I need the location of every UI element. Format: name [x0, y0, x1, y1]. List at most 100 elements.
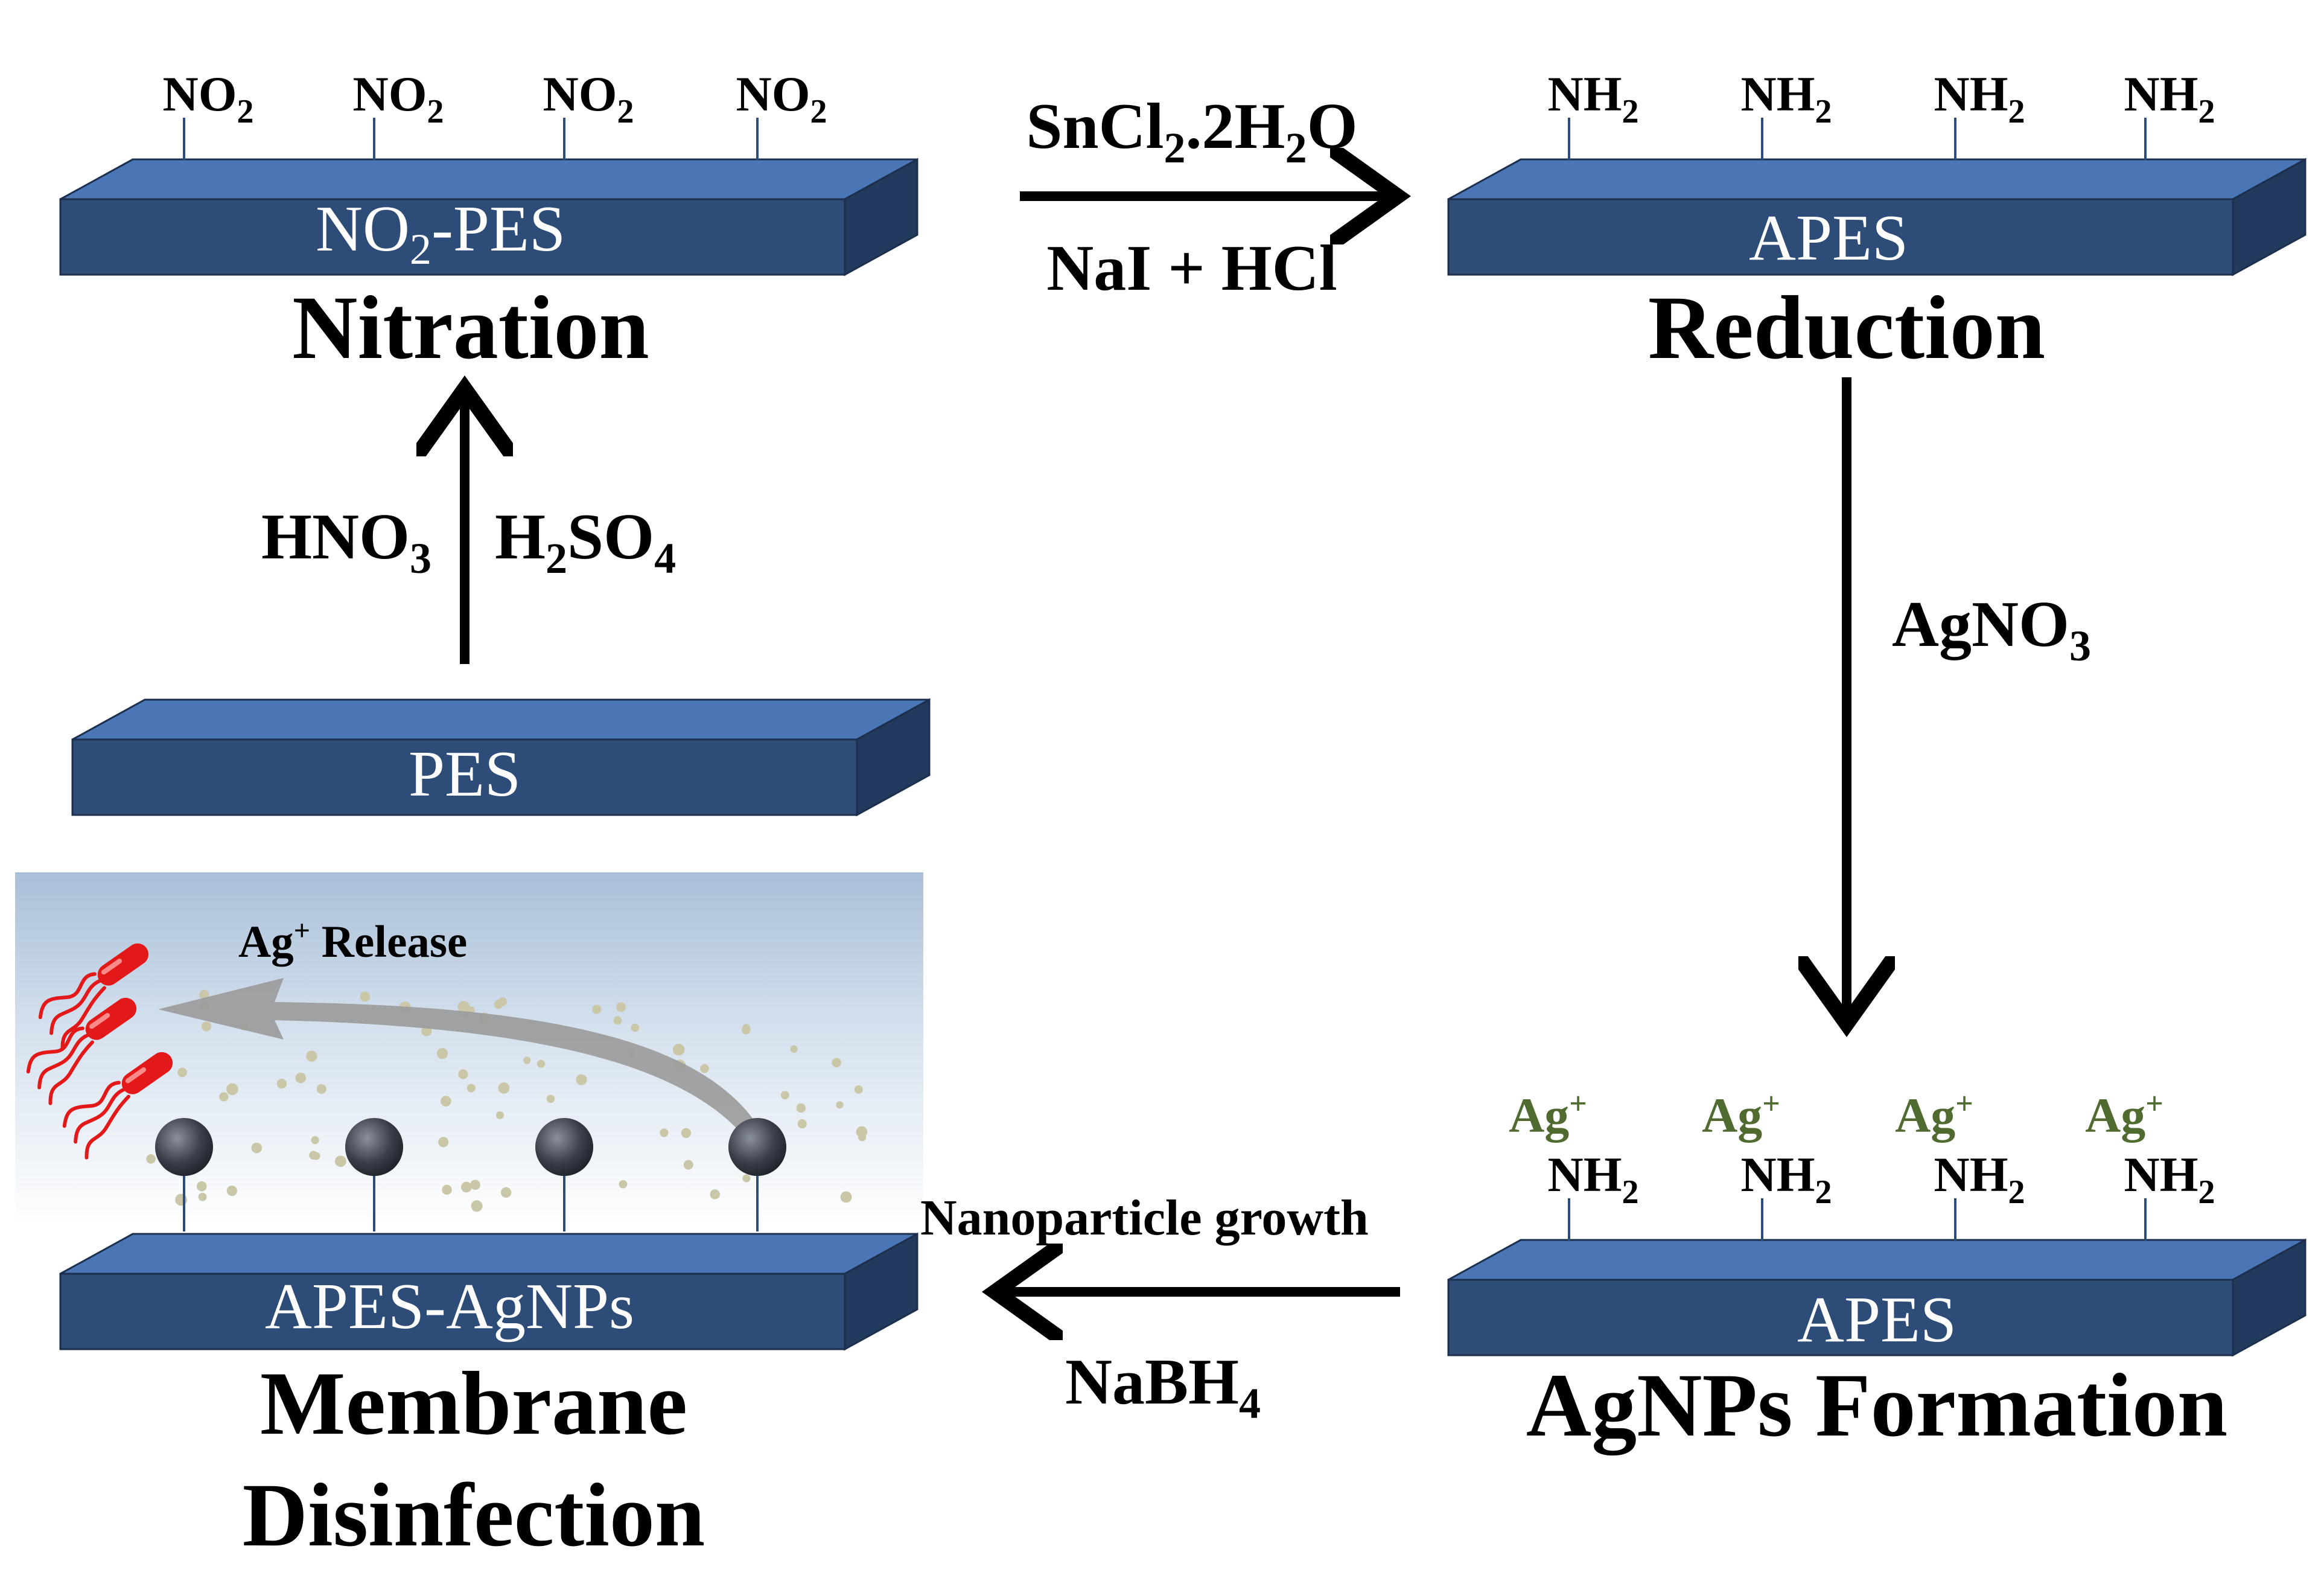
nitration-reagent-h2so4: H2SO4 — [495, 501, 676, 583]
ion-speck — [460, 1181, 472, 1193]
ion-speck — [295, 1072, 306, 1084]
group-label: NH2 — [1934, 1147, 2025, 1211]
ion-speck — [334, 1155, 346, 1167]
silver-nanoparticles — [155, 1118, 786, 1231]
ion-speck — [854, 1085, 863, 1094]
reduction-slab-label: APES — [1749, 202, 1908, 274]
reduction-nh2-groups: NH2 NH2 NH2 NH2 — [1548, 66, 2215, 160]
group-label: NO2 — [736, 66, 827, 130]
ion-speck — [438, 1137, 449, 1148]
ion-speck — [681, 1128, 692, 1139]
ion-speck — [306, 1050, 317, 1062]
ion-speck — [498, 1082, 510, 1094]
ag-ion-label: Ag+ — [1702, 1087, 1780, 1143]
group-label: NH2 — [1548, 66, 1639, 130]
disinfection-title-line2: Disinfection — [243, 1465, 705, 1565]
release-label: Ag+ Release — [238, 915, 467, 967]
slab-disinfection — [59, 1232, 918, 1351]
ion-speck — [316, 1084, 326, 1094]
ion-speck — [741, 1025, 751, 1035]
ion-speck — [616, 1002, 626, 1012]
ion-speck — [672, 1043, 685, 1056]
growth-label: Nanoparticle growth — [920, 1190, 1369, 1246]
group-label: NH2 — [2124, 1147, 2215, 1211]
nitration-no2-groups: NO2 NO2 NO2 NO2 — [163, 66, 827, 160]
group-label: NO2 — [543, 66, 634, 130]
ag-ion-label: Ag+ — [2085, 1087, 2163, 1143]
ion-speck — [836, 1101, 844, 1109]
water-background — [15, 872, 923, 1225]
ion-speck — [226, 1083, 238, 1096]
slab-pes — [71, 698, 931, 817]
ion-speck — [790, 1045, 798, 1053]
growth-reagent-nabh4: NaBH4 — [1065, 1346, 1261, 1428]
silver-nanoparticle — [345, 1118, 403, 1176]
ion-speck — [546, 1094, 555, 1103]
ion-speck — [442, 1184, 452, 1195]
reduction-reagent-line1: SnCl2.2H2O — [1026, 91, 1357, 172]
ion-speck — [592, 1004, 602, 1014]
slab-reduction — [1447, 158, 2306, 276]
group-label: NH2 — [2124, 66, 2215, 130]
reduction-title: Reduction — [1648, 278, 2045, 378]
ion-speck — [199, 989, 209, 1000]
ion-speck — [177, 1067, 187, 1078]
ion-speck — [457, 1001, 470, 1013]
ion-speck — [710, 1189, 720, 1199]
ion-speck — [631, 1023, 640, 1032]
ag-ion-label: Ag+ — [1895, 1087, 1973, 1143]
slab-agnps — [1447, 1238, 2306, 1357]
agnps-title: AgNPs Formation — [1526, 1355, 2227, 1455]
group-label: NH2 — [1934, 66, 2025, 130]
slab-nitration — [59, 158, 918, 276]
bacterium-icon — [62, 1052, 173, 1160]
ion-speck — [683, 1160, 693, 1170]
nitration-title: Nitration — [292, 278, 649, 378]
group-label: NH2 — [1741, 66, 1832, 130]
agnps-slab-label: APES — [1797, 1284, 1956, 1356]
ion-speck — [202, 1021, 211, 1032]
ion-speck — [470, 1180, 480, 1190]
silver-reagent-agno3: AgNO3 — [1892, 589, 2091, 670]
ion-speck — [660, 1128, 669, 1137]
ion-speck — [198, 1192, 207, 1201]
ion-speck — [536, 1059, 546, 1068]
ion-speck — [276, 1078, 287, 1089]
ion-speck — [832, 1058, 841, 1067]
ag-ion-label: Ag+ — [1509, 1087, 1587, 1143]
ion-speck — [523, 1056, 531, 1064]
ion-speck — [494, 1000, 503, 1009]
ion-speck — [742, 1174, 751, 1183]
nitration-slab-label: NO2-PES — [316, 193, 565, 273]
ion-speck — [613, 1016, 622, 1025]
disinfection-title-line1: Membrane — [260, 1353, 687, 1454]
disinfection-scene: Ag+ Release — [15, 872, 923, 1231]
release-arrow — [158, 978, 765, 1138]
group-label: NO2 — [163, 66, 254, 130]
ion-speck — [619, 1180, 628, 1189]
ion-speck — [471, 1200, 483, 1212]
bacterium-icon — [38, 943, 149, 1051]
disinfection-slab-label: APES-AgNPs — [265, 1271, 634, 1343]
bacterium-icon — [26, 997, 137, 1105]
ion-speck — [219, 1092, 229, 1102]
ion-speck — [840, 1191, 852, 1203]
group-label: NO2 — [353, 66, 444, 130]
ion-speck — [251, 1142, 263, 1154]
ion-speck — [309, 1151, 318, 1160]
ion-speck — [797, 1119, 807, 1129]
ion-speck — [360, 991, 371, 1002]
group-label: NH2 — [1548, 1147, 1639, 1211]
ion-speck — [175, 1193, 187, 1206]
pes-slab-label: PES — [409, 738, 521, 810]
ion-speck — [466, 1084, 476, 1093]
ion-speck — [500, 1187, 512, 1198]
ion-speck — [436, 1048, 448, 1059]
group-label: NH2 — [1741, 1147, 1832, 1211]
ion-speck — [858, 1133, 867, 1142]
ion-speck — [458, 1069, 468, 1079]
silver-nanoparticle — [535, 1118, 593, 1176]
silver-nanoparticle — [155, 1118, 213, 1176]
